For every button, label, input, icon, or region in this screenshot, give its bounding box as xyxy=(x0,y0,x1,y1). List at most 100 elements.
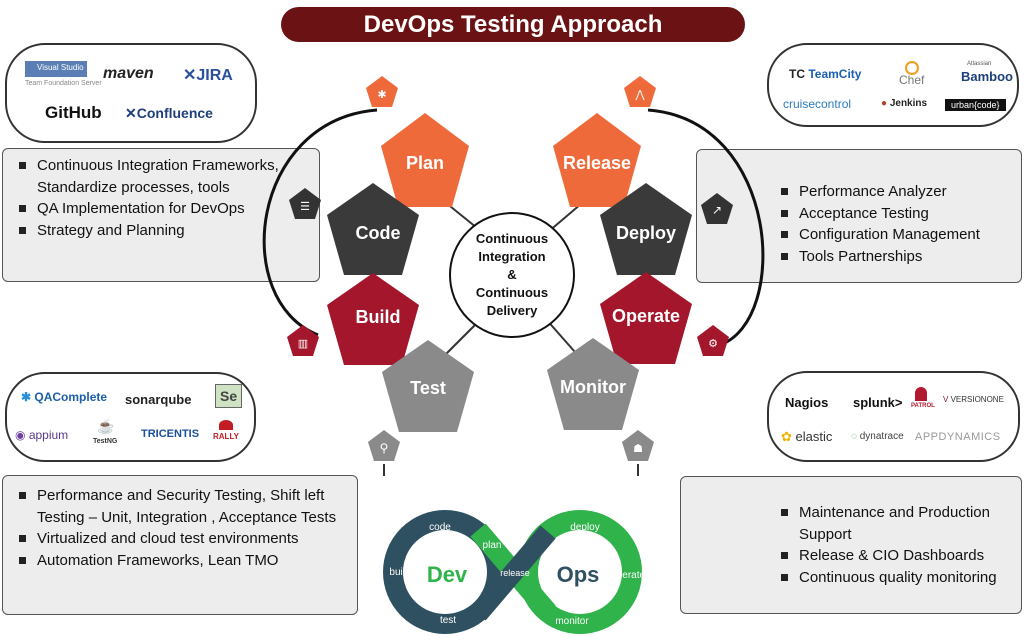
tfs-logo-text: Team Foundation Server xyxy=(25,80,102,87)
bamboo-logo: Bamboo xyxy=(961,69,1013,84)
logo-box-bottom-left: ✱ QAComplete sonarqube Se ◉ appium ☕ Tes… xyxy=(5,372,256,462)
appium-logo: ◉ appium xyxy=(15,428,68,442)
teamcity-logo: TC TeamCity xyxy=(789,67,861,81)
devops-loop-left-ring xyxy=(383,510,507,634)
stage-monitor-label: Monitor xyxy=(560,377,626,397)
versionone-logo: V VERSIONONE xyxy=(943,395,1004,404)
devops-loop-right-ring xyxy=(518,510,642,634)
stage-test-label: Test xyxy=(410,378,446,398)
devops-loop-cross-b xyxy=(470,525,556,621)
left-arc xyxy=(262,108,378,337)
center-circle xyxy=(449,212,575,338)
stage-build[interactable] xyxy=(327,273,419,365)
patrol-logo: PATROL xyxy=(911,403,935,409)
nagios-logo: Nagios xyxy=(785,395,829,410)
appdynamics-logo: APPDYNAMICS xyxy=(915,431,1001,443)
code-icon-pentagon xyxy=(289,188,321,219)
jenkins-logo: ● Jenkins xyxy=(881,98,927,109)
center-text-2: Integration xyxy=(478,249,545,264)
qacomplete-icon: ✱ xyxy=(21,390,35,404)
bullet-item: Continuous quality monitoring xyxy=(777,567,1021,589)
rally-icon xyxy=(219,420,233,430)
devops-dev-text: Dev xyxy=(427,562,468,587)
dynatrace-logo: ◌ dynatrace xyxy=(851,431,904,442)
stage-test[interactable] xyxy=(382,340,474,432)
cruisecontrol-logo: cruisecontrol xyxy=(783,97,852,111)
bamboo-small-text: Atlassian xyxy=(967,61,992,67)
elastic-icon: ✿ xyxy=(781,429,796,444)
stage-code[interactable] xyxy=(327,183,419,275)
logo-box-top-left: Visual Studio Team Foundation Server mav… xyxy=(5,43,257,143)
release-icon-pentagon xyxy=(624,76,656,107)
bullet-item: Acceptance Testing xyxy=(777,203,1021,225)
devops-test-text: test xyxy=(440,615,456,626)
page-title: DevOps Testing Approach xyxy=(281,7,745,42)
stage-release[interactable] xyxy=(553,113,641,207)
code-icon: ☰ xyxy=(300,201,310,213)
monitor-icon-pentagon xyxy=(622,430,654,461)
stage-operate-label: Operate xyxy=(612,306,680,326)
plan-icon: ✱ xyxy=(377,89,386,101)
stage-monitor[interactable] xyxy=(547,338,639,430)
elastic-logo: ✿ elastic xyxy=(781,429,832,445)
rally-logo: RALLY xyxy=(213,432,239,441)
stage-plan[interactable] xyxy=(381,113,469,207)
bullet-item: Continuous Integration Frameworks, Stand… xyxy=(15,155,319,198)
build-icon: ▥ xyxy=(298,338,308,350)
chef-logo: Chef xyxy=(899,73,925,87)
appium-logo-text: appium xyxy=(28,428,69,442)
search-icon: ⚲ xyxy=(380,441,389,455)
bullet-item: Automation Frameworks, Lean TMO xyxy=(15,550,357,572)
elastic-logo-text: elastic xyxy=(795,429,833,444)
dynatrace-icon: ◌ xyxy=(851,431,860,442)
right-arc xyxy=(647,108,765,347)
selenium-logo: Se xyxy=(215,384,243,408)
operate-icon-pentagon xyxy=(697,325,729,356)
build-icon-pentagon xyxy=(287,325,319,356)
teamcity-logo-text: TeamCity xyxy=(808,67,862,81)
test-icon-pentagon xyxy=(368,430,400,461)
stage-code-label: Code xyxy=(356,223,401,243)
center-text-5: Delivery xyxy=(487,303,538,318)
bullet-item: Virtualized and cloud test environments xyxy=(15,528,357,550)
monitor-icon: ☗ xyxy=(633,443,643,455)
qacomplete-logo: ✱ QAComplete xyxy=(21,390,107,404)
bullet-item: Performance Analyzer xyxy=(777,181,1021,203)
confluence-logo-text: Confluence xyxy=(136,105,213,121)
bullet-item: Tools Partnerships xyxy=(777,246,1021,268)
splunk-logo: splunk> xyxy=(853,395,903,410)
bullet-item: Strategy and Planning xyxy=(15,220,319,242)
release-icon: ⋀ xyxy=(634,89,645,101)
jenkins-icon: ● xyxy=(881,98,890,109)
bottom-left-list: Performance and Security Testing, Shift … xyxy=(15,485,357,571)
operate-icon: ⚙ xyxy=(708,338,718,350)
qacomplete-logo-text: QAComplete xyxy=(34,390,108,404)
patrol-icon xyxy=(915,387,927,401)
plan-icon-pentagon xyxy=(366,76,398,107)
stage-deploy[interactable] xyxy=(600,183,692,275)
devops-build-text: build xyxy=(389,567,410,578)
devops-operate-text: Operate xyxy=(609,570,646,581)
testng-logo: TestNG xyxy=(93,438,118,445)
devops-ops-text: Ops xyxy=(557,562,600,587)
center-text-3: & xyxy=(507,267,516,282)
tricentis-logo: TRICENTIS xyxy=(141,428,200,440)
sonarqube-logo: sonarqube xyxy=(125,392,192,407)
confluence-logo: ✕Confluence xyxy=(125,105,213,122)
external-link-icon: ↗ xyxy=(712,203,722,217)
testng-icon: ☕ xyxy=(97,418,115,434)
devops-loop: Dev Ops code plan build test release dep… xyxy=(383,510,646,634)
stage-build-label: Build xyxy=(356,307,401,327)
urbancode-logo: urban{code} xyxy=(945,99,1006,111)
stage-operate[interactable] xyxy=(600,272,692,364)
visualstudio-logo-text: Visual Studio xyxy=(37,63,84,72)
bullet-item: QA Implementation for DevOps xyxy=(15,198,319,220)
appium-icon: ◉ xyxy=(15,428,29,442)
devops-plan-text: plan xyxy=(483,540,502,551)
jira-icon: ✕ xyxy=(183,67,197,84)
